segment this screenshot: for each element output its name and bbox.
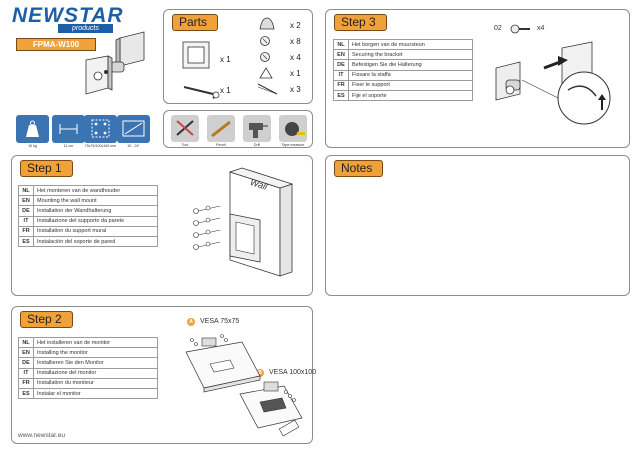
parts-qty: x 4 [290,53,301,62]
parts-qty: x 1 [220,55,231,64]
cable-tie-icon [257,83,278,95]
screwdriver-icon [171,115,199,142]
tool-caption: Tape measure [281,143,305,147]
screw-qty: x4 [537,25,545,32]
screen-size-icon [117,115,150,143]
option-a-label: VESA 75x75 [200,318,240,325]
step2-title: Step 2 [20,311,73,328]
pencil-icon [207,115,235,142]
brand-sub: products [58,24,113,33]
parts-qty: x 1 [220,86,231,95]
spec-caption: 10 - 24" [127,144,140,148]
step3-title: Step 3 [334,14,387,31]
square-plate-icon [182,41,210,69]
tool-caption: Tool [181,143,189,147]
screw-icon [260,36,270,46]
step3-illustration [495,41,611,125]
monitor-mount-a-illustration [185,334,261,393]
footer-url[interactable]: www.newstar.eu [18,432,65,439]
model-badge: FPMA-W100 [16,38,96,51]
option-b-label: VESA 100x100 [269,369,317,376]
tool-caption: Drill [253,143,261,147]
tape-measure-icon [279,115,307,142]
option-a-badge: A [187,318,195,326]
spec-caption: 11 cm [63,144,74,148]
wall-illustration [193,167,294,277]
parts-qty: x 3 [290,85,301,94]
distance-icon [52,115,85,143]
tool-caption: Pencil [216,143,226,147]
parts-qty: x 2 [290,21,301,30]
part-reference: 02 [494,25,502,32]
parts-qty: x 8 [290,37,301,46]
option-b-badge: B [256,369,264,377]
notes-title: Notes [334,160,384,177]
notes-panel: Notes [325,155,630,296]
spec-caption: 75x75/100x100 mm [84,144,117,148]
screw-icon [260,52,270,62]
vesa-icon [84,115,117,143]
knob-icon [259,17,275,30]
drill-icon [243,115,271,142]
spec-caption: 10 kg [28,144,37,148]
weight-icon [16,115,49,143]
step1-title: Step 1 [20,160,73,177]
hex-key-icon [183,86,220,99]
brand-logo: NEWSTAR products [12,4,152,34]
brand-name: NEWSTAR [12,4,124,27]
monitor-mount-b-illustration [239,381,303,437]
parts-title: Parts [172,14,219,31]
clip-icon [259,67,273,79]
screw-icon [510,24,530,34]
parts-qty: x 1 [290,69,301,78]
product-illustration [85,31,145,95]
